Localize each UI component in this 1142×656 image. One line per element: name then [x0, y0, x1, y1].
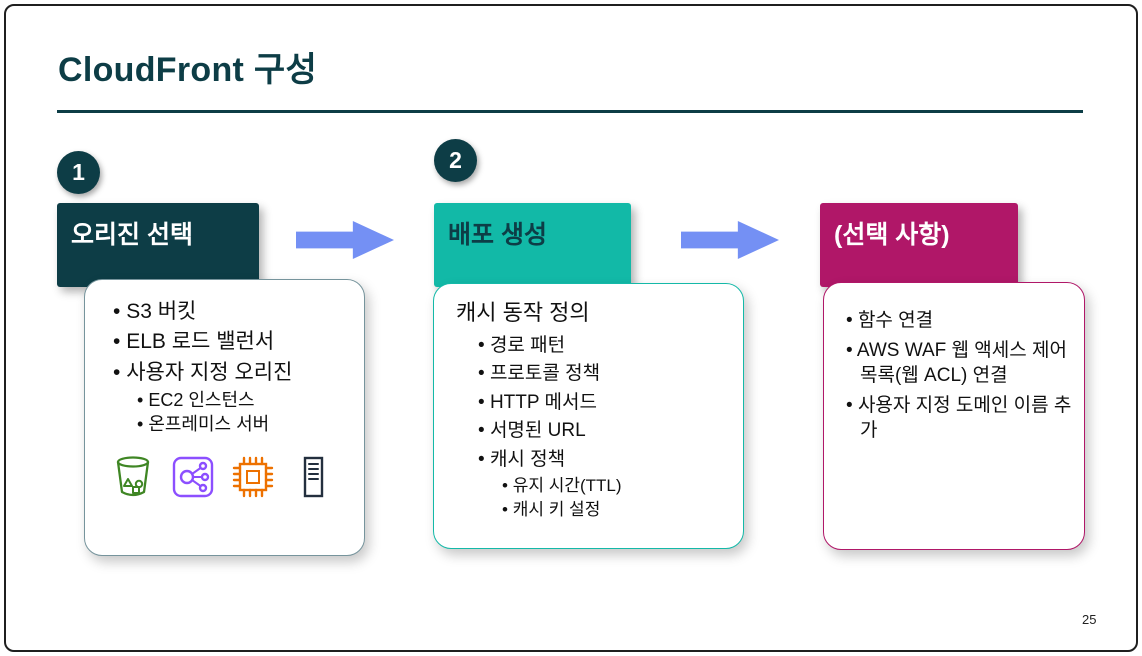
list-item: 사용자 지정 오리진 [107, 358, 356, 387]
ec2-icon [229, 453, 277, 501]
list-subitem: 유지 시간(TTL) [496, 474, 735, 498]
step-2-badge: 2 [434, 139, 477, 182]
slide-title: CloudFront 구성 [58, 51, 318, 89]
list-item: 사용자 지정 도메인 이름 추가 [840, 393, 1072, 443]
step-1-header: 오리진 선택 [57, 203, 259, 287]
cache-behavior-heading: 캐시 동작 정의 [456, 300, 590, 325]
step-2-header: 배포 생성 [434, 203, 631, 287]
list-item: 캐시 정책 [472, 446, 735, 474]
s3-bucket-icon [109, 453, 157, 501]
origin-icons-row [109, 453, 356, 501]
optional-card: 함수 연결 AWS WAF 웹 액세스 제어 목록(웹 ACL) 연결 사용자 … [823, 282, 1085, 550]
list-item: AWS WAF 웹 액세스 제어 목록(웹 ACL) 연결 [840, 338, 1072, 388]
list-subitem: EC2 인스턴스 [131, 388, 356, 412]
list-item: 서명된 URL [472, 417, 735, 445]
list-item: ELB 로드 밸런서 [107, 327, 356, 356]
list-subitem: 캐시 키 설정 [496, 498, 735, 522]
list-subitem: 온프레미스 서버 [131, 412, 356, 436]
step-1-badge: 1 [57, 151, 100, 194]
list-item: HTTP 메서드 [472, 389, 735, 417]
list-item: 프로토콜 정책 [472, 360, 735, 388]
elb-icon [169, 453, 217, 501]
list-item: S3 버킷 [107, 297, 356, 326]
page-number: 25 [1082, 612, 1097, 627]
title-divider [57, 110, 1083, 113]
list-item: 함수 연결 [840, 308, 1072, 333]
server-icon [289, 453, 337, 501]
distribution-card: 캐시 동작 정의 경로 패턴 프로토콜 정책 HTTP 메서드 서명된 URL … [433, 283, 744, 549]
origin-selection-card: S3 버킷 ELB 로드 밸런서 사용자 지정 오리진 EC2 인스턴스 온프레… [84, 279, 365, 556]
list-item: 경로 패턴 [472, 332, 735, 360]
step-3-header: (선택 사항) [820, 203, 1018, 287]
